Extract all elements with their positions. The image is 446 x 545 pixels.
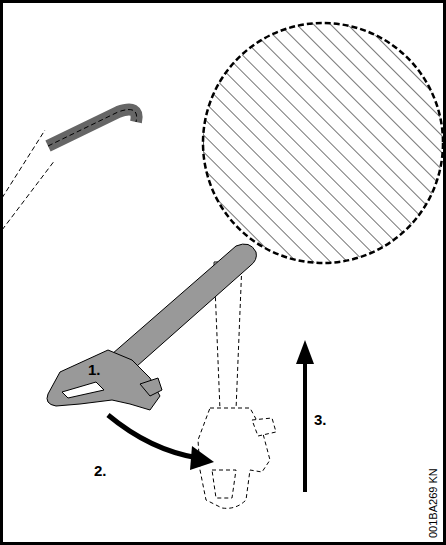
chain-bar-tip-dashed [48,110,137,146]
callout-number: 3. [314,412,327,427]
lift-arrowhead [296,340,314,364]
bark-outline [203,23,443,263]
ghost-bar-lines [2,130,55,230]
rotation-arrow [108,415,198,458]
chain-bar-tip [48,110,137,146]
cut-line [202,30,203,240]
lift-arrow [303,362,307,492]
figure-code: 001BA269 KN [428,468,439,538]
hatched-region [203,20,446,270]
callout-number: 2. [94,463,107,478]
saw-start-position [47,244,256,410]
rotation-arrowhead [190,446,214,470]
callout-number: 1. [88,362,101,377]
